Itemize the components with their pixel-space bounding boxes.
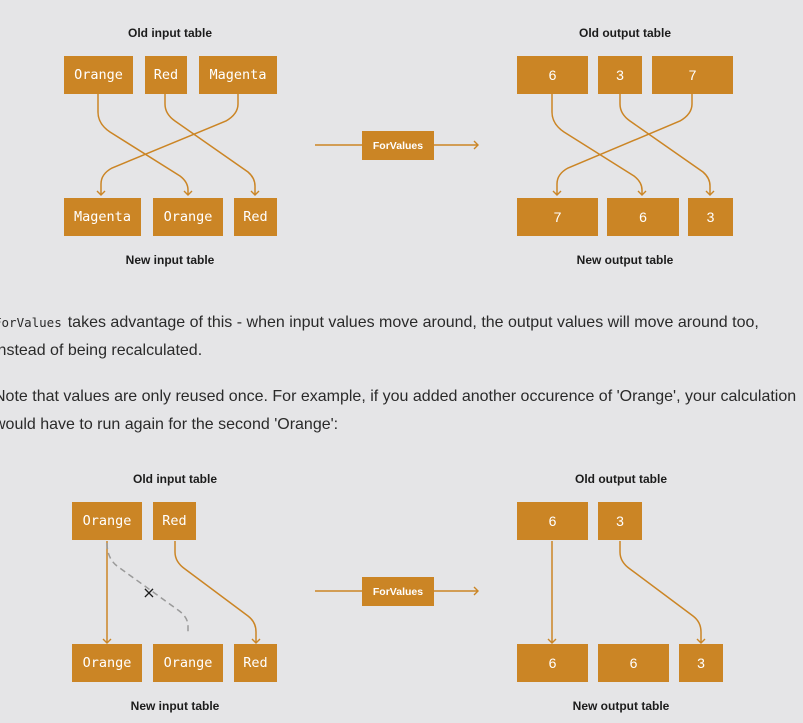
new-input-item-orange-duplicate: Orange (153, 644, 223, 682)
old-output-table-title: Old output table (575, 472, 667, 486)
paragraph-reuse-note: Note that values are only reused once. F… (0, 383, 803, 439)
old-output-table-title: Old output table (579, 26, 671, 40)
connector-red-to-red (164, 94, 260, 196)
inline-code-forvalues: ForValues (0, 315, 62, 330)
old-output-item-6: 6 (517, 56, 588, 94)
new-output-item-6: 6 (517, 644, 588, 682)
new-output-item-6: 6 (607, 198, 679, 236)
old-input-item-red: Red (153, 502, 196, 540)
new-input-table-title: New input table (130, 699, 220, 713)
new-output-item-7: 7 (517, 198, 598, 236)
new-input-item-orange: Orange (153, 198, 223, 236)
new-output-table-title: New output table (576, 253, 674, 267)
connector-magenta-to-magenta (96, 94, 239, 196)
diagram-forvalues-duplicate: × Old input table Old output table Orang… (0, 448, 803, 716)
old-input-item-orange: Orange (64, 56, 133, 94)
old-input-item-magenta: Magenta (199, 56, 277, 94)
new-output-item-6-recalculated: 6 (598, 644, 669, 682)
old-input-table-title: Old input table (133, 472, 217, 486)
connector-3-to-3 (619, 94, 715, 196)
old-input-table-title: Old input table (128, 26, 212, 40)
forvalues-label: ForValues (362, 131, 434, 160)
new-output-item-3: 3 (688, 198, 733, 236)
connector-6-to-6 (551, 94, 647, 196)
diagram-2-connectors: × (102, 541, 706, 644)
connector-red-to-red (174, 541, 261, 644)
old-output-item-6: 6 (517, 502, 588, 540)
diagram-forvalues-reorder: Old input table Old output table Orange … (0, 0, 803, 268)
diagram-1-connectors (96, 94, 715, 196)
new-output-item-3: 3 (679, 644, 723, 682)
old-output-item-3: 3 (598, 502, 642, 540)
new-input-item-orange: Orange (72, 644, 142, 682)
forvalues-label: ForValues (362, 577, 434, 606)
connector-3-to-3 (619, 541, 706, 644)
old-output-item-7: 7 (652, 56, 733, 94)
dashed-not-reused-connector (106, 542, 189, 633)
new-input-item-red: Red (234, 644, 277, 682)
new-input-table-title: New input table (125, 253, 215, 267)
new-input-item-red: Red (234, 198, 277, 236)
no-reuse-cross-icon: × (142, 583, 155, 602)
old-output-item-3: 3 (598, 56, 642, 94)
paragraph-2-text: Note that values are only reused once. F… (0, 388, 797, 433)
new-output-table-title: New output table (572, 699, 670, 713)
new-input-item-magenta: Magenta (64, 198, 141, 236)
paragraph-1-text: takes advantage of this - when input val… (0, 314, 759, 359)
old-input-item-orange: Orange (72, 502, 142, 540)
connector-7-to-7 (552, 94, 693, 196)
old-input-item-red: Red (145, 56, 187, 94)
connector-orange-to-orange (97, 94, 193, 196)
